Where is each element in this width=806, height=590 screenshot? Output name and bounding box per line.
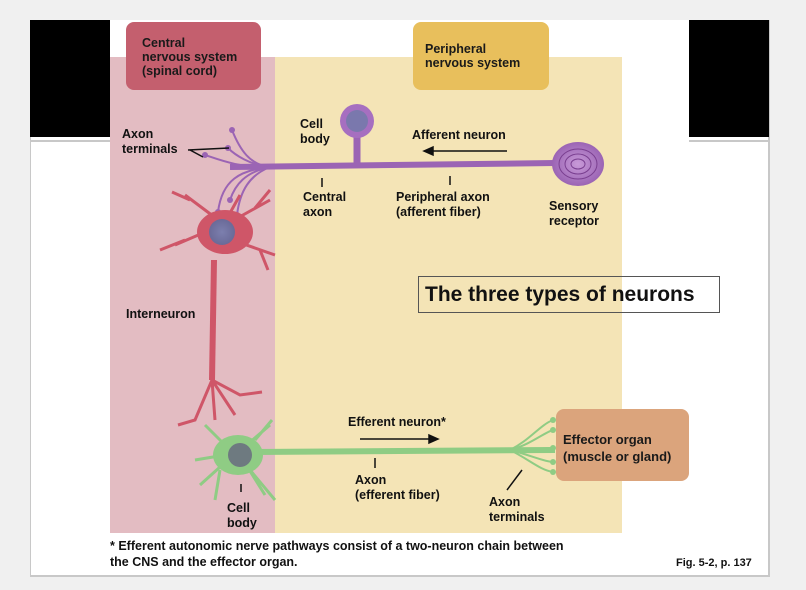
label-central-axon: Central axon <box>303 190 346 220</box>
cns-line-1: Central <box>142 36 186 50</box>
pns-label-box: Peripheral nervous system <box>413 22 549 90</box>
label-sensory-receptor: Sensory receptor <box>549 199 599 229</box>
label-axon-terminals-bottom: Axon terminals <box>489 495 545 525</box>
label-line: (afferent fiber) <box>396 205 481 219</box>
effector-line-1: Effector organ <box>563 432 652 447</box>
label-line: terminals <box>489 510 545 524</box>
label-line: Axon <box>489 495 521 509</box>
black-bar-left <box>30 20 110 137</box>
divider-right <box>689 140 769 142</box>
label-line: body <box>300 132 330 146</box>
title-textbox[interactable] <box>418 276 720 313</box>
label-efferent-neuron: Efferent neuron* <box>348 415 446 429</box>
afferent-axon <box>229 160 556 170</box>
label-line: receptor <box>549 214 600 228</box>
pns-line-2: nervous system <box>425 56 521 70</box>
interneuron <box>159 189 276 427</box>
figure-reference: Fig. 5-2, p. 137 <box>676 557 752 569</box>
divider-left <box>30 140 110 142</box>
label-cell-body-bottom: Cell body <box>227 501 257 531</box>
label-line: Sensory <box>549 199 599 213</box>
label-peripheral-axon: Peripheral axon (afferent fiber) <box>396 190 490 220</box>
footnote-line-2: the CNS and the effector organ. <box>110 555 298 569</box>
footnote-line-1: * Efferent autonomic nerve pathways cons… <box>110 539 564 553</box>
label-axon-efferent: Axon (efferent fiber) <box>355 473 440 503</box>
label-line: body <box>227 516 257 530</box>
label-interneuron: Interneuron <box>126 307 196 321</box>
label-line: Cell <box>227 501 250 515</box>
label-line: axon <box>303 205 333 219</box>
footnote: * Efferent autonomic nerve pathways cons… <box>110 538 564 570</box>
effector-organ-box: Effector organ (muscle or gland) <box>556 409 689 481</box>
cns-line-2: nervous system <box>142 50 238 64</box>
label-line: Cell <box>300 117 323 131</box>
label-line: Central <box>303 190 347 204</box>
label-line: Axon <box>355 473 387 487</box>
efferent-neuron <box>194 417 556 501</box>
afferent-axon-terminals <box>204 129 271 216</box>
afferent-neuron <box>202 104 604 218</box>
cns-label-box: Central nervous system (spinal cord) <box>126 22 261 90</box>
effector-line-2: (muscle or gland) <box>563 449 672 464</box>
label-line: Peripheral axon <box>396 190 490 204</box>
black-bar-right <box>689 20 769 137</box>
label-axon-terminals-top: Axon terminals <box>122 127 178 157</box>
label-line: terminals <box>122 142 178 156</box>
slide-title: The three types of neurons <box>425 283 695 306</box>
efferent-axon <box>249 447 556 455</box>
interneuron-nucleus <box>209 219 235 245</box>
efferent-nucleus <box>228 443 252 467</box>
pns-line-1: Peripheral <box>425 42 487 56</box>
label-afferent-neuron: Afferent neuron <box>412 128 506 142</box>
cns-line-3: (spinal cord) <box>142 64 218 78</box>
label-line: (efferent fiber) <box>355 488 440 502</box>
label-line: Axon <box>122 127 154 141</box>
sensory-receptor <box>552 142 604 186</box>
label-cell-body-top: Cell body <box>300 117 330 147</box>
